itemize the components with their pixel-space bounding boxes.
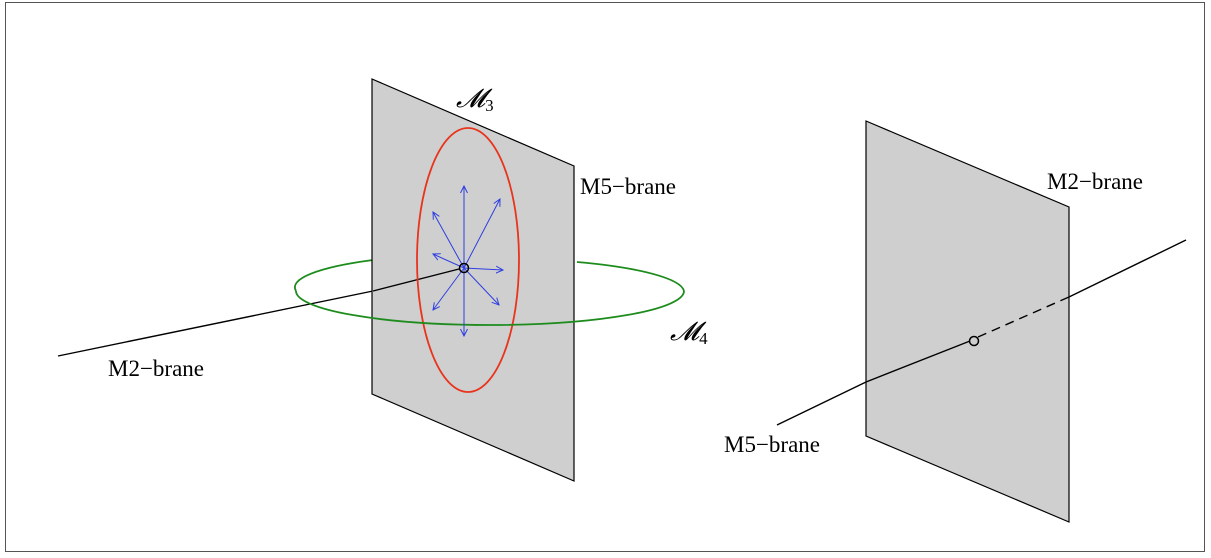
field-arrow-up-left xyxy=(433,212,465,269)
right-m2-brane-label: M2−brane xyxy=(1047,169,1143,194)
m5-brane-line-on-plane xyxy=(865,340,971,383)
m2-brane-line-on-plane xyxy=(372,268,460,292)
figure-frame xyxy=(5,2,1205,552)
m4-label: 𝓜4 xyxy=(670,317,708,348)
right-intersection-point xyxy=(968,335,980,347)
intersection-point xyxy=(458,262,470,274)
left-m5-brane-label: M5−brane xyxy=(580,174,676,199)
m5-brane-plane xyxy=(371,78,575,482)
right-panel: M2−brane M5−brane xyxy=(724,120,1187,523)
m4-circle-back-right xyxy=(576,261,685,292)
field-arrow-down-left xyxy=(433,267,465,310)
m2-brane-line-left xyxy=(57,290,374,357)
m5-brane-line-left xyxy=(776,381,867,426)
m2-brane-plane xyxy=(865,120,1070,523)
field-arrow-left xyxy=(433,254,465,269)
m5-brane-line-right xyxy=(1068,239,1187,298)
field-arrow-right xyxy=(463,268,503,270)
m4-circle-front xyxy=(295,290,685,326)
right-m5-brane-label: M5−brane xyxy=(724,432,820,457)
m3-label: 𝓜3 xyxy=(456,84,494,115)
m4-circle-back xyxy=(293,259,374,292)
field-arrow-up-right xyxy=(463,199,500,269)
m5-brane-line-hidden xyxy=(977,296,1070,338)
field-arrow-down-right xyxy=(463,267,499,305)
m3-circle xyxy=(416,127,520,393)
field-arrows xyxy=(433,186,503,336)
left-panel: 𝓜3 𝓜4 M5−brane M2−brane xyxy=(57,78,708,482)
left-m2-brane-label: M2−brane xyxy=(108,356,204,381)
